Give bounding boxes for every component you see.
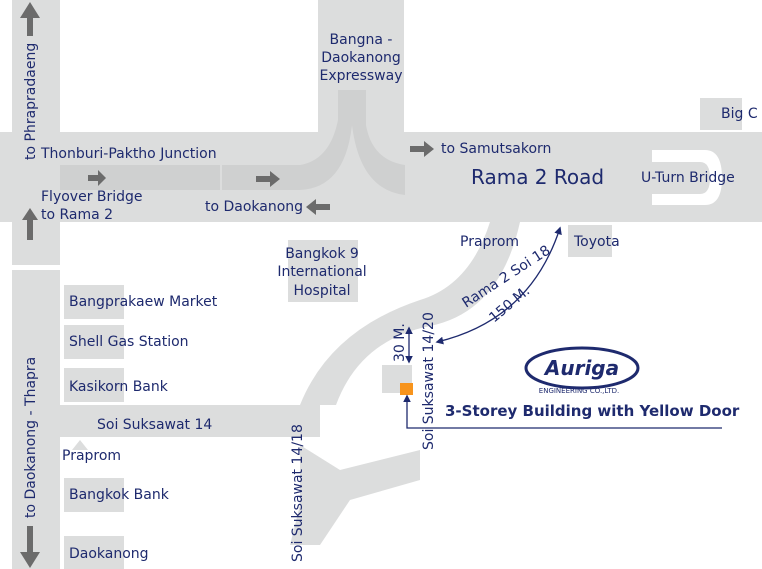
- building-label: 3-Storey Building with Yellow Door: [445, 402, 740, 420]
- buildings: [64, 98, 742, 569]
- arrow-left-daokanong: [306, 199, 330, 215]
- flyover-ramp: [60, 165, 220, 190]
- to-thapra-label: to Daokanong - Thapra: [23, 357, 39, 518]
- expressway-ramp-right: [352, 90, 405, 195]
- big-c-label: Big C: [721, 106, 758, 122]
- kasikorn-label: Kasikorn Bank: [69, 379, 169, 395]
- market-block: [64, 285, 124, 319]
- labels: Bangna - Daokanong Expressway Big C to P…: [23, 32, 758, 562]
- uturn-label: U-Turn Bridge: [641, 170, 735, 186]
- to-daokanong-label: to Daokanong: [205, 199, 303, 215]
- big-c-block: [700, 98, 742, 130]
- soi-1418-diagonal: [290, 445, 420, 545]
- bangkok-bank-block: [64, 478, 124, 512]
- yellow-door-marker: [400, 383, 413, 395]
- hospital-label-2: International: [277, 264, 366, 280]
- market-label: Bangprakaew Market: [69, 294, 218, 310]
- phrapradaeng-road: [12, 0, 60, 265]
- arrow-right-samutsakorn: [410, 141, 434, 157]
- expressway-label-1: Bangna -: [330, 32, 393, 48]
- flyover-label-1: Flyover Bridge: [41, 189, 143, 205]
- junction-label: Thonburi-Paktho Junction: [40, 146, 217, 162]
- rama2-label: Rama 2 Road: [471, 165, 604, 189]
- bangkok-bank-label: Bangkok Bank: [69, 487, 170, 503]
- hospital-label-3: Hospital: [293, 283, 350, 299]
- flyover-label-2: to Rama 2: [41, 207, 113, 223]
- praprom-top-label: Praprom: [460, 234, 519, 250]
- daokanong-label: Daokanong: [69, 546, 149, 562]
- logo-name: Auriga: [543, 356, 619, 380]
- auriga-logo: Auriga ENGINEERING CO.,LTD.: [524, 346, 640, 395]
- arrow-right-ramp: [256, 171, 280, 187]
- soi-connector-road: [300, 222, 520, 405]
- hospital-block: [288, 240, 358, 302]
- direction-arrows: [20, 2, 499, 568]
- arrow-down-thapra: [20, 526, 40, 568]
- arrow-up-top-left: [20, 2, 40, 36]
- logo-sub: ENGINEERING CO.,LTD.: [539, 387, 619, 395]
- soi-suksawat-14-label: Soi Suksawat 14: [97, 417, 212, 433]
- to-samutsakorn-label: to Samutsakorn: [441, 141, 551, 157]
- soi-1420-label: Soi Suksawat 14/20: [421, 312, 437, 450]
- soi-suksawat-14-road: [60, 405, 320, 437]
- building-pointer: [403, 394, 722, 429]
- expressway-ramp-left: [222, 90, 352, 190]
- hospital-label-1: Bangkok 9: [285, 246, 359, 262]
- praprom-bottom-label: Praprom: [62, 448, 121, 464]
- kasikorn-block: [64, 368, 124, 402]
- expressway-label-2: Daokanong: [321, 50, 401, 66]
- toyota-label: Toyota: [573, 234, 620, 250]
- soi-1418-label: Soi Suksawat 14/18: [290, 424, 306, 562]
- daokanong-block: [64, 536, 124, 569]
- thapra-road: [12, 270, 60, 569]
- dist-30m-label: 30 M.: [392, 323, 408, 362]
- toyota-block: [568, 225, 612, 257]
- shell-label: Shell Gas Station: [69, 334, 189, 350]
- uturn-loop: [652, 150, 722, 205]
- dimension-150m: [435, 226, 562, 345]
- shell-block: [64, 325, 124, 359]
- logo-ellipse: [524, 346, 640, 390]
- arrow-up-left-mid: [22, 208, 38, 240]
- triangle-praprom-bottom: [72, 440, 88, 450]
- arrow-right-flyover: [88, 170, 106, 186]
- expressway-label-3: Expressway: [320, 68, 403, 84]
- dimension-lines: [403, 226, 722, 429]
- to-phrapradaeng-label: to Phrapradaeng: [23, 43, 39, 160]
